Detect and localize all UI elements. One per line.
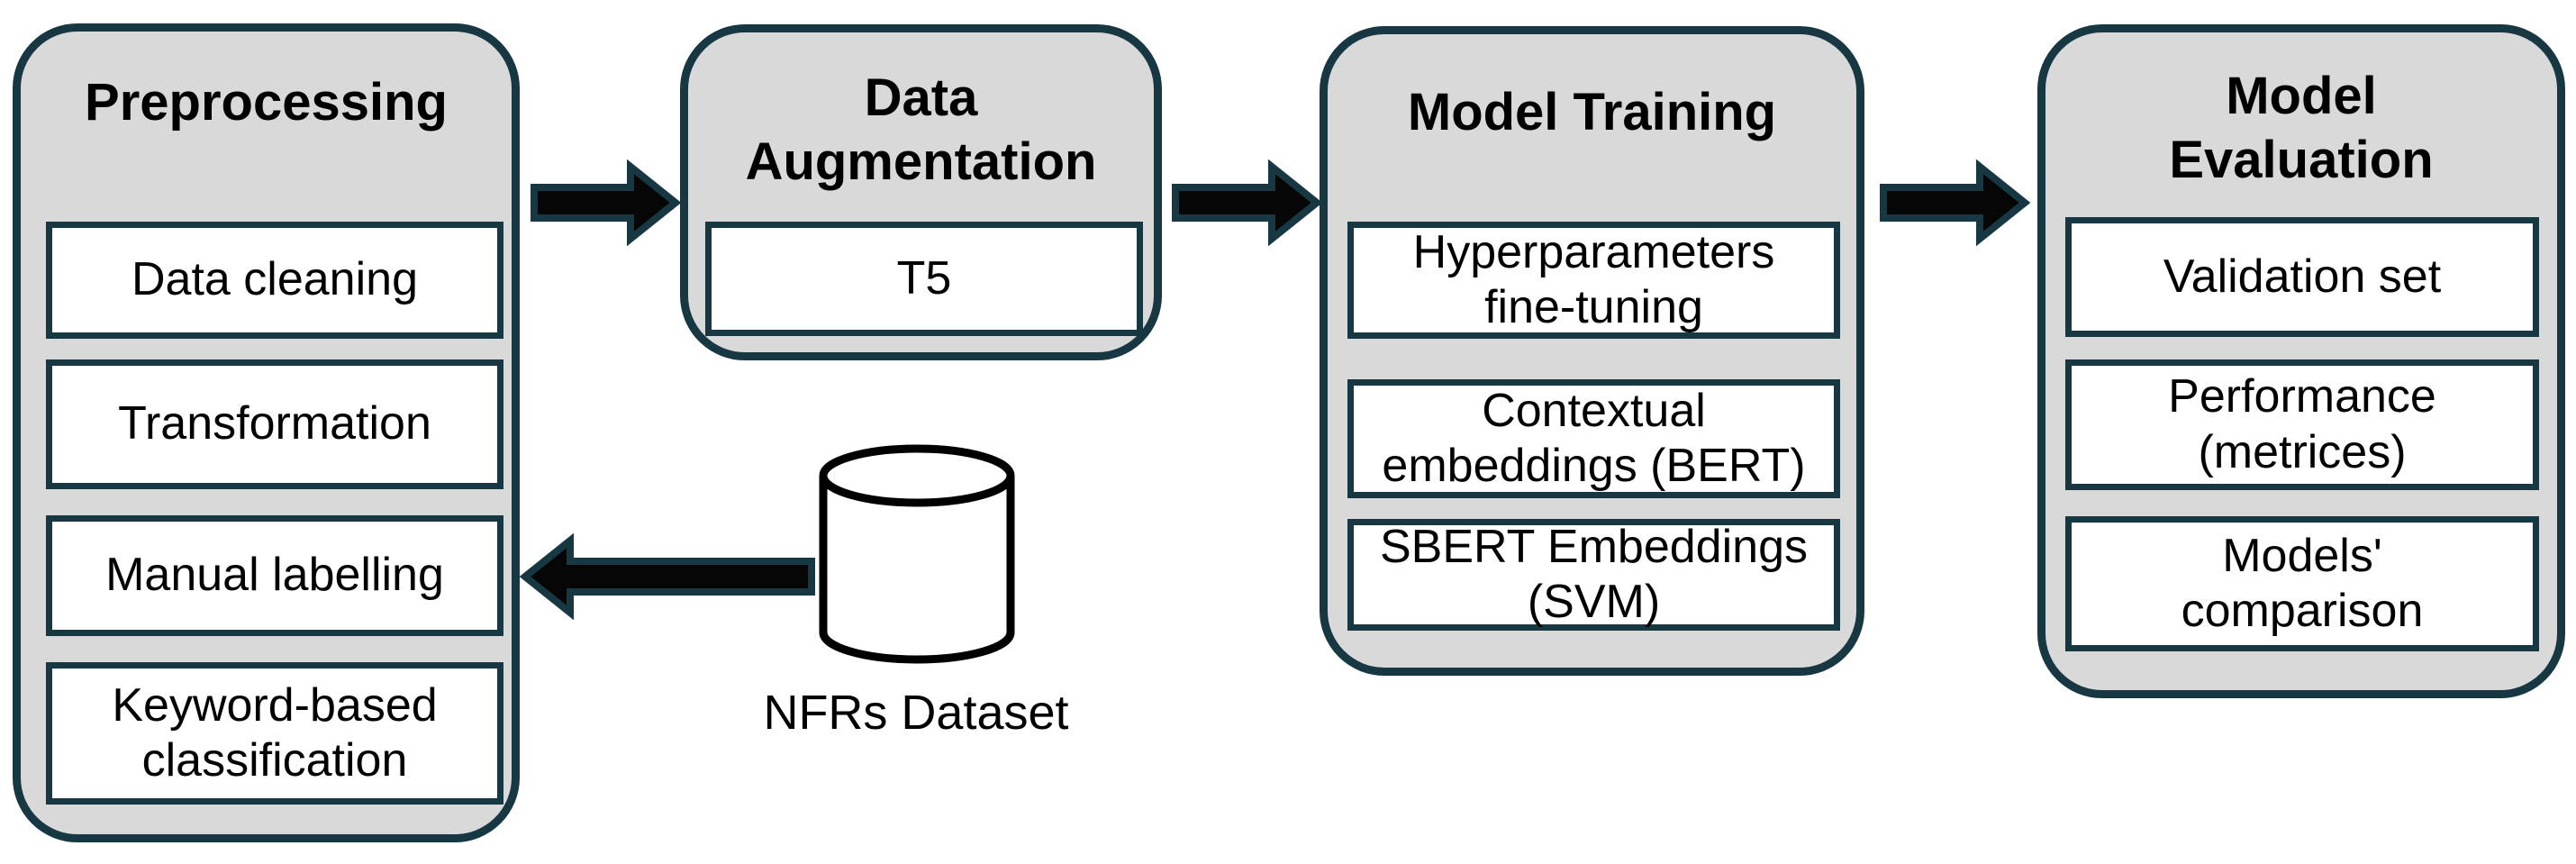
flow-arrow-right-icon	[530, 159, 683, 247]
stage-model-evaluation: Model Evaluation Validation set Performa…	[2037, 24, 2565, 698]
stage-title-model-training: Model Training	[1407, 83, 1777, 141]
item-keyword-based-classification: Keyword-based classification	[46, 662, 503, 805]
item-hyperparameters-fine-tuning: Hyperparameters fine-tuning	[1347, 222, 1840, 339]
stage-title-model-evaluation: Model Evaluation	[2169, 67, 2434, 189]
stage-model-training: Model Training Hyperparameters fine-tuni…	[1320, 26, 1864, 676]
item-sbert-embeddings-svm: SBERT Embeddings (SVM)	[1347, 519, 1840, 631]
item-performance-metrices: Performance (metrices)	[2065, 359, 2539, 490]
database-icon	[816, 441, 1018, 676]
stage-title-data-augmentation: Data Augmentation	[745, 68, 1097, 191]
item-manual-labelling: Manual labelling	[46, 515, 503, 636]
item-t5: T5	[705, 222, 1143, 336]
stage-data-augmentation: Data Augmentation T5	[680, 24, 1162, 360]
item-transformation: Transformation	[46, 359, 503, 489]
stage-title-preprocessing: Preprocessing	[85, 73, 448, 132]
datastore-label: NFRs Dataset	[763, 686, 1069, 740]
stage-preprocessing: Preprocessing Data cleaning Transformati…	[13, 23, 520, 842]
flow-arrow-right-icon	[1171, 159, 1324, 247]
flow-arrow-left-icon	[518, 532, 815, 621]
item-contextual-embeddings-bert: Contextual embeddings (BERT)	[1347, 379, 1840, 498]
item-data-cleaning: Data cleaning	[46, 222, 503, 339]
item-validation-set: Validation set	[2065, 217, 2539, 337]
item-models-comparison: Models' comparison	[2065, 516, 2539, 651]
flow-arrow-right-icon	[1879, 159, 2032, 247]
